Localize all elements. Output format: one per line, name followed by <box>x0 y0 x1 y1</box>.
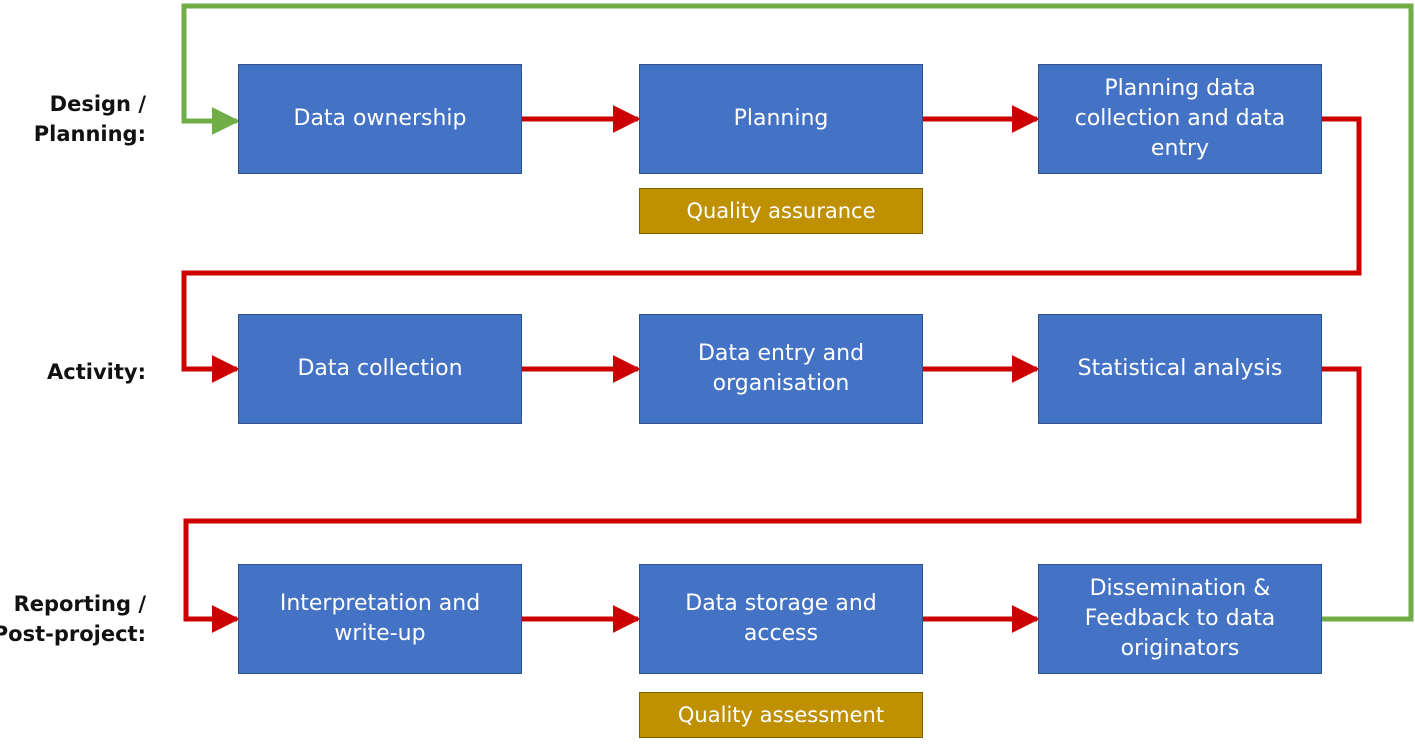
arrow-row2-to-row3 <box>183 366 1362 633</box>
step-data-storage: Data storage and access <box>639 564 923 674</box>
quality-assurance-box: Quality assurance <box>639 188 923 234</box>
feedback-loop-arrow <box>181 3 1414 622</box>
step-dissemination: Dissemination & Feedback to data origina… <box>1038 564 1322 674</box>
row-label-activity: Activity: <box>47 360 146 384</box>
step-data-entry: Data entry and organisation <box>639 314 923 424</box>
step-interpretation: Interpretation and write-up <box>238 564 522 674</box>
step-planning: Planning <box>639 64 923 174</box>
step-planning-data-collection: Planning data collection and data entry <box>1038 64 1322 174</box>
step-data-collection: Data collection <box>238 314 522 424</box>
row-label-reporting: Reporting / Post-project: <box>0 592 146 646</box>
step-statistical-analysis: Statistical analysis <box>1038 314 1322 424</box>
arrow-row1-to-row2 <box>181 116 1362 383</box>
quality-assessment-box: Quality assessment <box>639 692 923 738</box>
row-label-design: Design / Planning: <box>33 92 146 146</box>
step-data-ownership: Data ownership <box>238 64 522 174</box>
